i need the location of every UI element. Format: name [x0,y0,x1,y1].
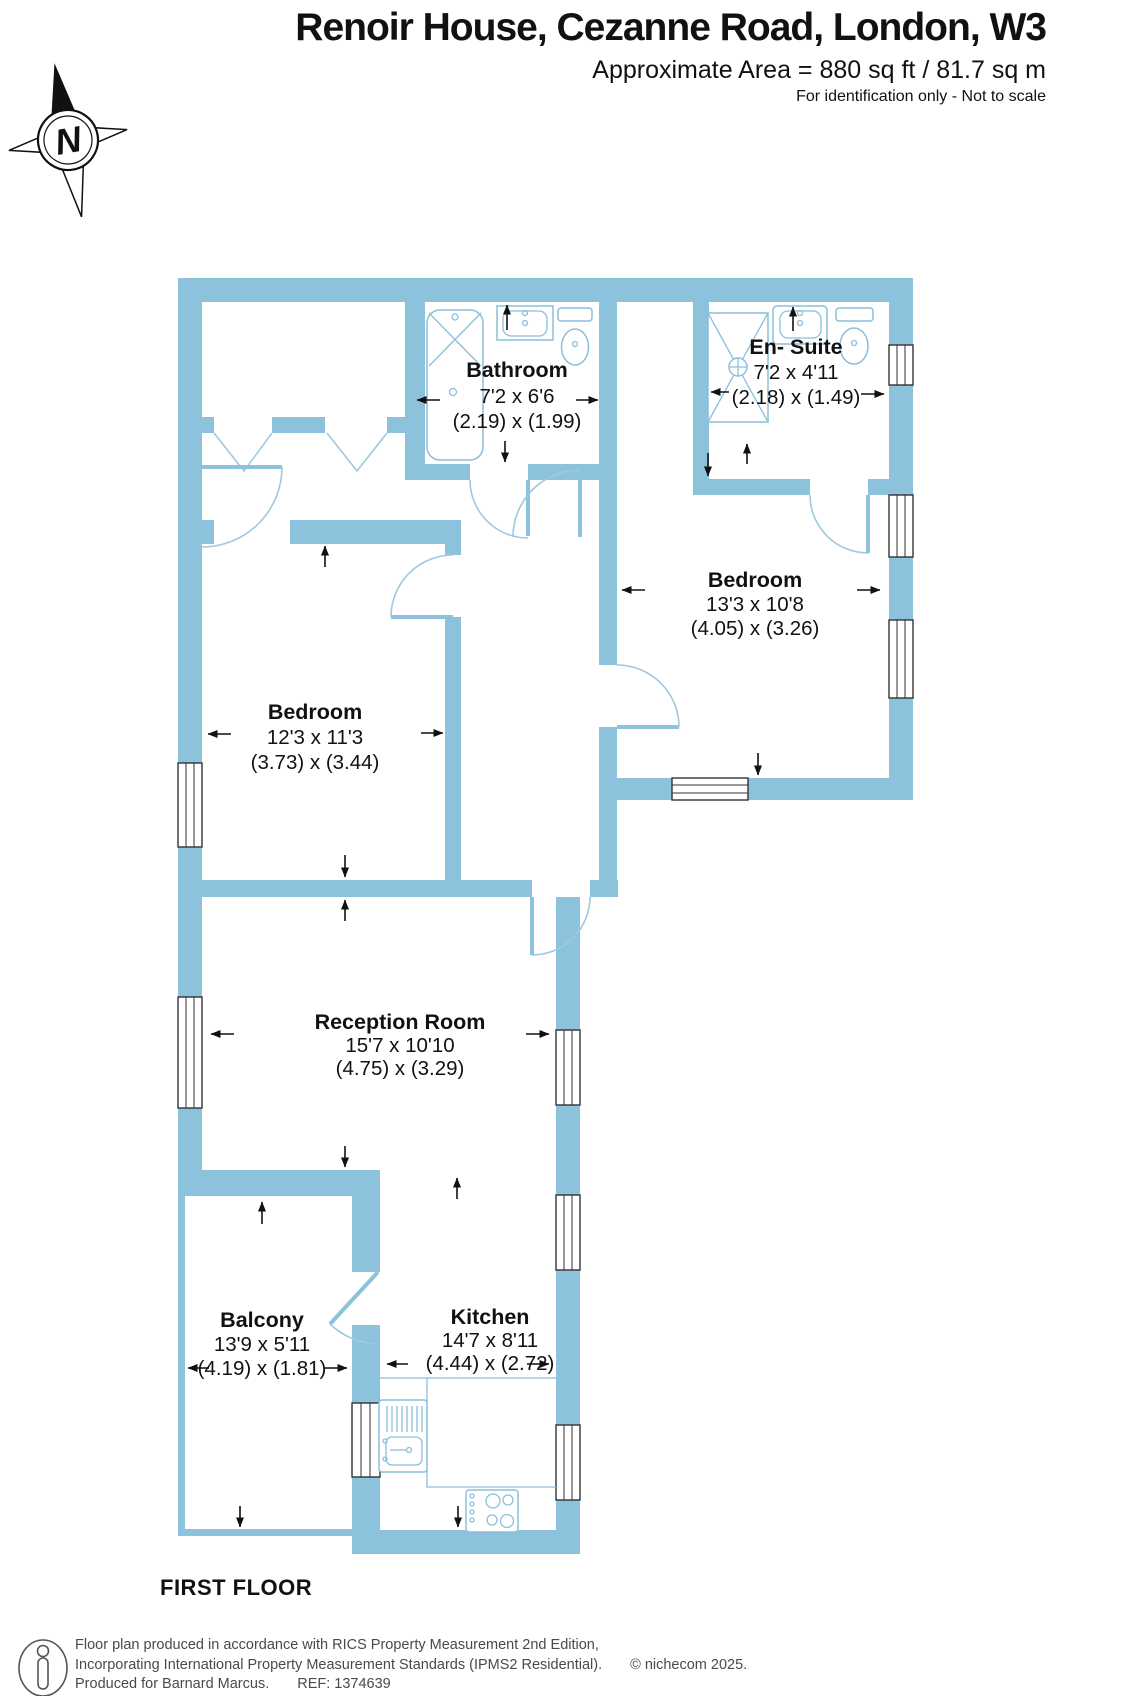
room-dims-metric: (4.19) x (1.81) [198,1357,327,1380]
footer-line-3: Produced for Barnard Marcus. REF: 1374639 [75,1675,747,1695]
room-name: Bathroom [466,358,568,382]
window [888,619,914,699]
room-dims-imperial: 13'3 x 10'8 [706,593,804,616]
fixtures [378,305,874,1533]
room-name: Bedroom [708,568,802,592]
room-label-reception: Reception Room 15'7 x 10'10 (4.75) x (3.… [315,1010,486,1080]
room-dims-metric: (2.18) x (1.49) [732,386,861,409]
room-dims-metric: (4.44) x (2.72) [426,1352,555,1375]
bathtub-icon [426,309,484,461]
room-name: En- Suite [749,335,842,359]
room-dims-imperial: 14'7 x 8'11 [442,1329,538,1352]
sink-icon [496,305,554,341]
shower-icon [707,312,769,423]
footer: Floor plan produced in accordance with R… [75,1636,747,1695]
reception-door [530,896,591,956]
room-dims-metric: (3.73) x (3.44) [251,751,380,774]
window [177,762,203,848]
footer-produced-for: Produced for Barnard Marcus. [75,1676,270,1692]
window [555,1424,581,1501]
room-label-ensuite: En- Suite 7'2 x 4'11 (2.18) x (1.49) [732,335,861,409]
window [555,1029,581,1106]
scale-disclaimer: For identification only - Not to scale [796,88,1046,105]
room-label-bedroom-right: Bedroom 13'3 x 10'8 (4.05) x (3.26) [691,568,820,640]
room-label-bathroom: Bathroom 7'2 x 6'6 (2.19) x (1.99) [453,358,582,433]
room-dims-metric: (4.75) x (3.29) [336,1057,465,1080]
window [671,777,749,801]
bathroom-door [469,479,530,539]
room-dims-imperial: 7'2 x 4'11 [754,361,839,384]
window [351,1402,381,1478]
windows [177,344,914,1501]
room-dims-imperial: 15'7 x 10'10 [345,1034,454,1057]
sink-icon [772,305,828,345]
bedroom-right-door [616,664,680,729]
entrance-door [201,465,283,548]
room-name: Bedroom [268,700,362,724]
room-dims-metric: (2.19) x (1.99) [453,410,582,433]
room-dims-imperial: 13'9 x 5'11 [214,1333,310,1356]
hob-icon [465,1489,519,1533]
room-label-balcony: Balcony 13'9 x 5'11 (4.19) x (1.81) [198,1308,327,1380]
toilet-icon [557,307,593,366]
approximate-area: Approximate Area = 880 sq ft / 81.7 sq m [592,56,1046,84]
window [888,494,914,558]
window [177,996,203,1109]
window [555,1194,581,1271]
toilet-icon [835,307,874,365]
footer-standards: Incorporating International Property Mea… [75,1656,603,1673]
room-dims-metric: (4.05) x (3.26) [691,617,820,640]
closet-doors [213,432,388,473]
page-title: Renoir House, Cezanne Road, London, W3 [295,6,1047,49]
footer-line-1: Floor plan produced in accordance with R… [75,1637,599,1653]
doors [201,432,870,1345]
room-label-kitchen: Kitchen 14'7 x 8'11 (4.44) x (2.72) [426,1305,555,1375]
room-name: Kitchen [451,1305,530,1329]
room-dims-imperial: 12'3 x 11'3 [267,726,363,749]
room-name: Reception Room [315,1010,486,1034]
balcony-door [328,1270,380,1345]
person-icon [18,1639,68,1696]
window [888,344,914,386]
ensuite-door [809,494,870,554]
room-name: Balcony [220,1308,304,1332]
footer-line-2: Incorporating International Property Mea… [75,1656,747,1676]
landing-door [512,469,582,538]
kitchen-sink-icon [378,1399,428,1473]
floor-label: FIRST FLOOR [160,1575,313,1600]
compass-rose-icon: N [8,63,128,218]
footer-ref: REF: 1374639 [297,1676,391,1692]
room-dims-imperial: 7'2 x 6'6 [479,385,554,408]
room-label-bedroom-left: Bedroom 12'3 x 11'3 (3.73) x (3.44) [251,700,380,774]
bedroom-left-door [390,554,454,619]
dimension-arrows [187,304,885,1528]
footer-copyright: © nichecom 2025. [630,1656,748,1673]
